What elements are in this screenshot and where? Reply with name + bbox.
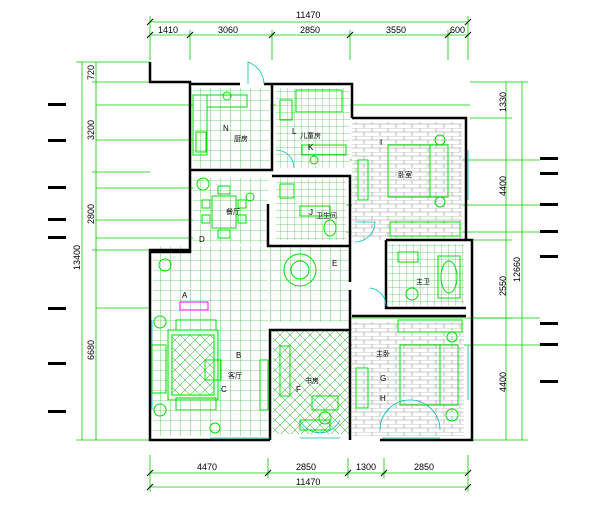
dim-top-5: 600 — [450, 25, 465, 35]
dim-bottom-3: 1300 — [356, 462, 376, 472]
dim-left-total: 13400 — [72, 245, 82, 270]
dim-top-4: 3550 — [386, 25, 406, 35]
marker-c: C — [221, 385, 227, 394]
marker-h: H — [380, 394, 386, 403]
room-master-bedroom: 主卧 — [376, 349, 390, 358]
section-markers: N L K I J D E A B C F G H — [182, 124, 386, 403]
furniture — [151, 89, 463, 434]
marker-n: N — [223, 124, 229, 133]
room-living: 客厅 — [228, 371, 242, 380]
marker-k: K — [308, 143, 314, 152]
dim-right-total: 12660 — [512, 257, 522, 282]
dim-right-4: 4400 — [498, 372, 508, 392]
marker-l: L — [292, 127, 297, 136]
room-labels: 厨房 儿童房 卧室 餐厅 卫生间 主卫 客厅 书房 主卧 — [226, 131, 430, 385]
dimension-lines — [76, 16, 540, 492]
dim-top-3: 2850 — [300, 25, 320, 35]
room-child: 儿童房 — [300, 131, 321, 140]
dim-top-total: 11470 — [296, 10, 320, 20]
marker-d: D — [199, 235, 205, 244]
dim-top-2: 3060 — [218, 25, 238, 35]
marker-j: J — [309, 208, 313, 217]
room-dining: 餐厅 — [226, 207, 240, 216]
marker-b: B — [236, 351, 241, 360]
marker-e: E — [332, 259, 337, 268]
marker-i: I — [380, 138, 382, 147]
room-master-bath: 主卫 — [416, 277, 430, 286]
walls — [148, 62, 474, 442]
room-bath: 卫生间 — [316, 211, 337, 220]
dim-left-4: 6680 — [86, 340, 96, 360]
dim-right-2: 4400 — [498, 176, 508, 196]
dim-bottom-1: 4470 — [197, 462, 217, 472]
dim-left-1: 720 — [86, 65, 96, 80]
room-bedroom: 卧室 — [398, 170, 412, 179]
marker-a: A — [182, 291, 188, 300]
dim-right-1: 1330 — [498, 92, 508, 112]
dimension-ticks — [146, 18, 472, 491]
dim-bottom-2: 2850 — [296, 462, 316, 472]
marker-f: F — [296, 385, 301, 394]
marker-g: G — [380, 374, 386, 383]
dimension-labels: 11470 1410 3060 2850 3550 600 4470 2850 … — [72, 10, 522, 487]
room-study: 书房 — [305, 376, 319, 385]
dim-top-1: 1410 — [158, 25, 178, 35]
room-kitchen: 厨房 — [234, 134, 248, 143]
margin-markers — [48, 103, 558, 413]
dim-bottom-total: 11470 — [296, 477, 320, 487]
dim-left-3: 2800 — [86, 204, 96, 224]
dim-left-2: 3200 — [86, 120, 96, 140]
doors — [151, 61, 469, 439]
dim-bottom-4: 2850 — [414, 462, 434, 472]
dim-right-3: 2550 — [498, 276, 508, 296]
